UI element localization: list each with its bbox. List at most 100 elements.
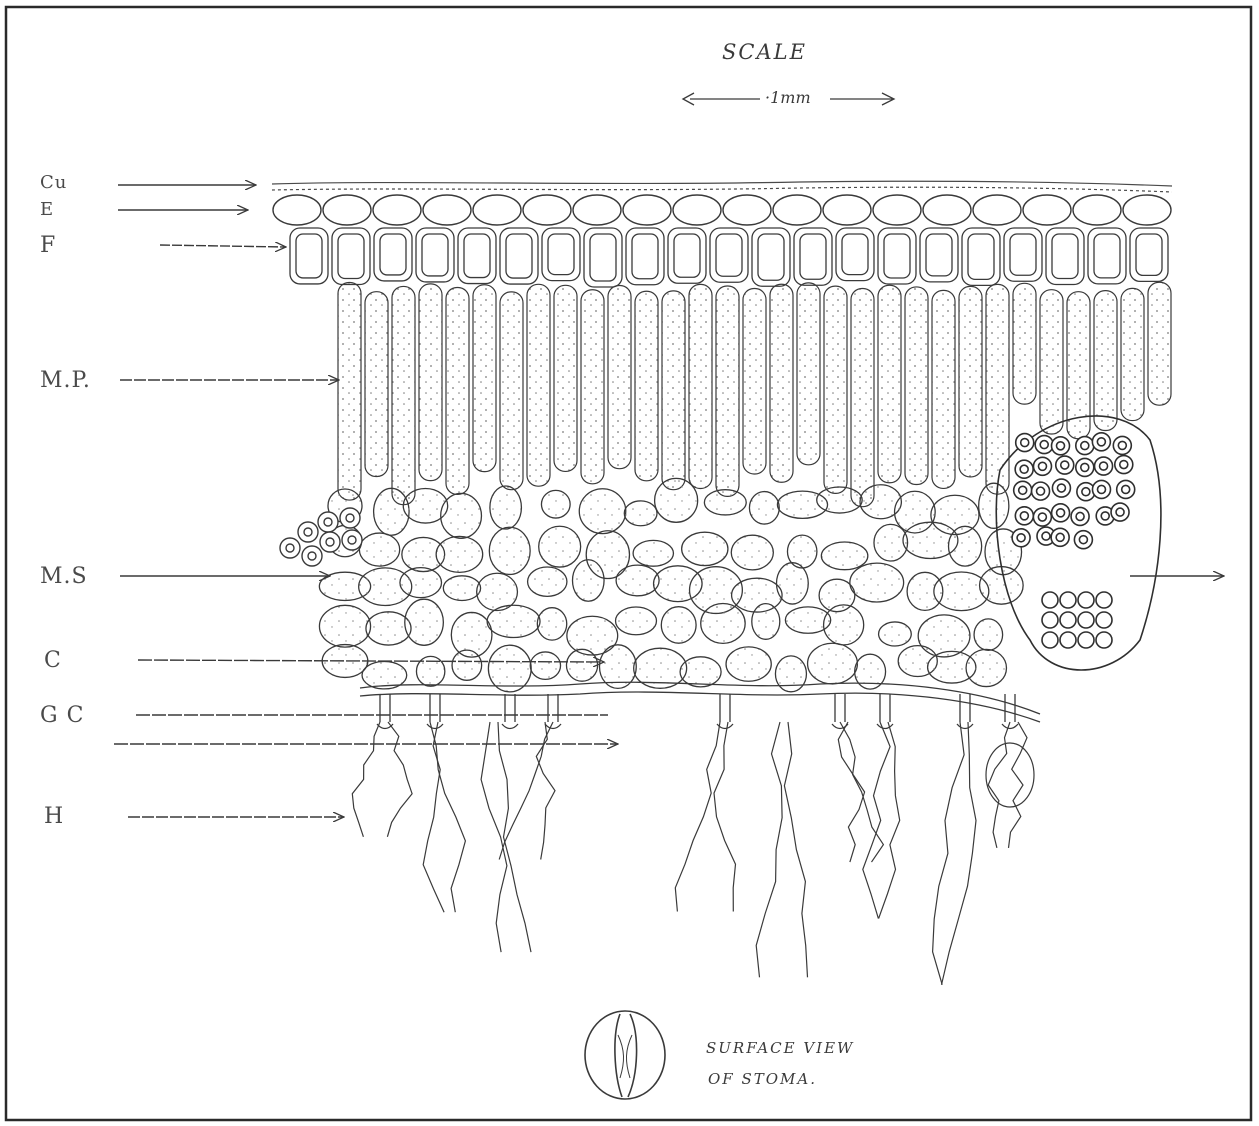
xylem-cell (1033, 508, 1051, 526)
palisade-cell (662, 291, 685, 490)
spongy-cell (726, 647, 771, 681)
palisade-cell (500, 292, 523, 490)
spongy-cell (374, 488, 409, 535)
xylem-cell (1052, 504, 1070, 522)
inset-caption-line2: OF STOMA. (708, 1070, 817, 1088)
spongy-cell (319, 605, 370, 647)
palisade-cell (581, 290, 604, 484)
label-gc: G C (40, 703, 84, 728)
spongy-cell (566, 649, 597, 681)
cluster-cell (280, 538, 300, 558)
guard-cells (377, 694, 1018, 729)
hair-strand (423, 722, 444, 912)
spongy-cell (487, 605, 540, 637)
spongy-cell (539, 526, 581, 567)
hair-strand (988, 722, 1010, 848)
spongy-cell (537, 608, 566, 640)
palisade-cell (338, 283, 361, 501)
epidermal-cell (973, 195, 1021, 225)
spongy-cell (624, 501, 657, 526)
phloem-cell (1042, 632, 1058, 648)
spongy-cell (661, 607, 696, 644)
fibre-layer (290, 228, 1168, 287)
lower-epidermis (360, 682, 1040, 722)
palisade-cell (392, 286, 415, 504)
label-e: E (40, 199, 54, 220)
xylem-cell (1071, 507, 1089, 525)
spongy-cell (405, 599, 444, 645)
hair-strand (942, 722, 977, 985)
label-ms: M.S (40, 564, 88, 589)
xylem-cell (1115, 456, 1133, 474)
epidermal-cell (523, 195, 571, 225)
spongy-cell (874, 524, 908, 561)
stomatal-pit (957, 694, 973, 729)
xylem-cell (1111, 503, 1129, 521)
hair-strand (840, 722, 883, 862)
spongy-cell (979, 483, 1009, 528)
hair-strand (430, 722, 465, 912)
phloem-cell (1078, 592, 1094, 608)
epidermal-cell (873, 195, 921, 225)
spongy-cell (359, 533, 399, 566)
spongy-cell (655, 478, 698, 522)
palisade-cell (716, 286, 739, 496)
spongy-cell (541, 490, 570, 518)
phloem-cell (1096, 592, 1112, 608)
label-h: H (44, 804, 64, 829)
hair-strand (714, 722, 736, 912)
xylem-cell (1074, 531, 1092, 549)
spongy-cell (452, 650, 482, 680)
xylem-cell (1032, 482, 1050, 500)
palisade-cell (797, 283, 820, 465)
spongy-cell (701, 604, 745, 644)
spongy-cell (616, 565, 659, 596)
epidermal-cell (1023, 195, 1071, 225)
xylem-cell (1092, 433, 1110, 451)
epidermal-cell (473, 195, 521, 225)
palisade-cell (554, 285, 577, 471)
xylem-cell (1014, 481, 1032, 499)
spongy-cell (441, 493, 482, 538)
palisade-cell (824, 286, 847, 493)
xylem-cell (1076, 437, 1094, 455)
hair-strand (352, 722, 380, 837)
stomatal-pit (427, 694, 443, 729)
xylem-cell (1035, 436, 1053, 454)
phloem-cell (1060, 632, 1076, 648)
cluster-cell (320, 532, 340, 552)
hair-strand (675, 722, 720, 912)
palisade-cell (770, 284, 793, 482)
spongy-cell (752, 604, 780, 640)
spongy-cell (366, 612, 411, 645)
spongy-cell (682, 532, 728, 565)
xylem-cell (1033, 457, 1051, 475)
epidermal-cell (323, 195, 371, 225)
spongy-cell (850, 563, 904, 602)
spongy-cell (980, 567, 1024, 605)
spongy-cell (400, 568, 442, 598)
xylem-cell (1051, 528, 1069, 546)
palisade-cell (473, 285, 496, 472)
xylem-cell (1076, 458, 1094, 476)
xylem-cell (1052, 479, 1070, 497)
spongy-cell (731, 535, 773, 570)
phloem-cell (1096, 612, 1112, 628)
spongy-cell (530, 652, 560, 679)
cluster-cell (298, 522, 318, 542)
scale-value: ·1mm (762, 88, 814, 107)
phloem-cell (1096, 632, 1112, 648)
spongy-cell (824, 605, 864, 645)
epidermal-cell (573, 195, 621, 225)
epidermis-layer (273, 195, 1171, 225)
phloem-cell (1042, 612, 1058, 628)
epidermal-cell (373, 195, 421, 225)
hair-strand (387, 722, 412, 837)
palisade-cell (959, 286, 982, 477)
cluster-cell (340, 508, 360, 528)
cell-cluster-left (280, 508, 362, 566)
epidermal-cell (1123, 195, 1171, 225)
label-f: F (40, 233, 56, 258)
xylem-cell (1012, 529, 1030, 547)
cluster-cell (318, 512, 338, 532)
